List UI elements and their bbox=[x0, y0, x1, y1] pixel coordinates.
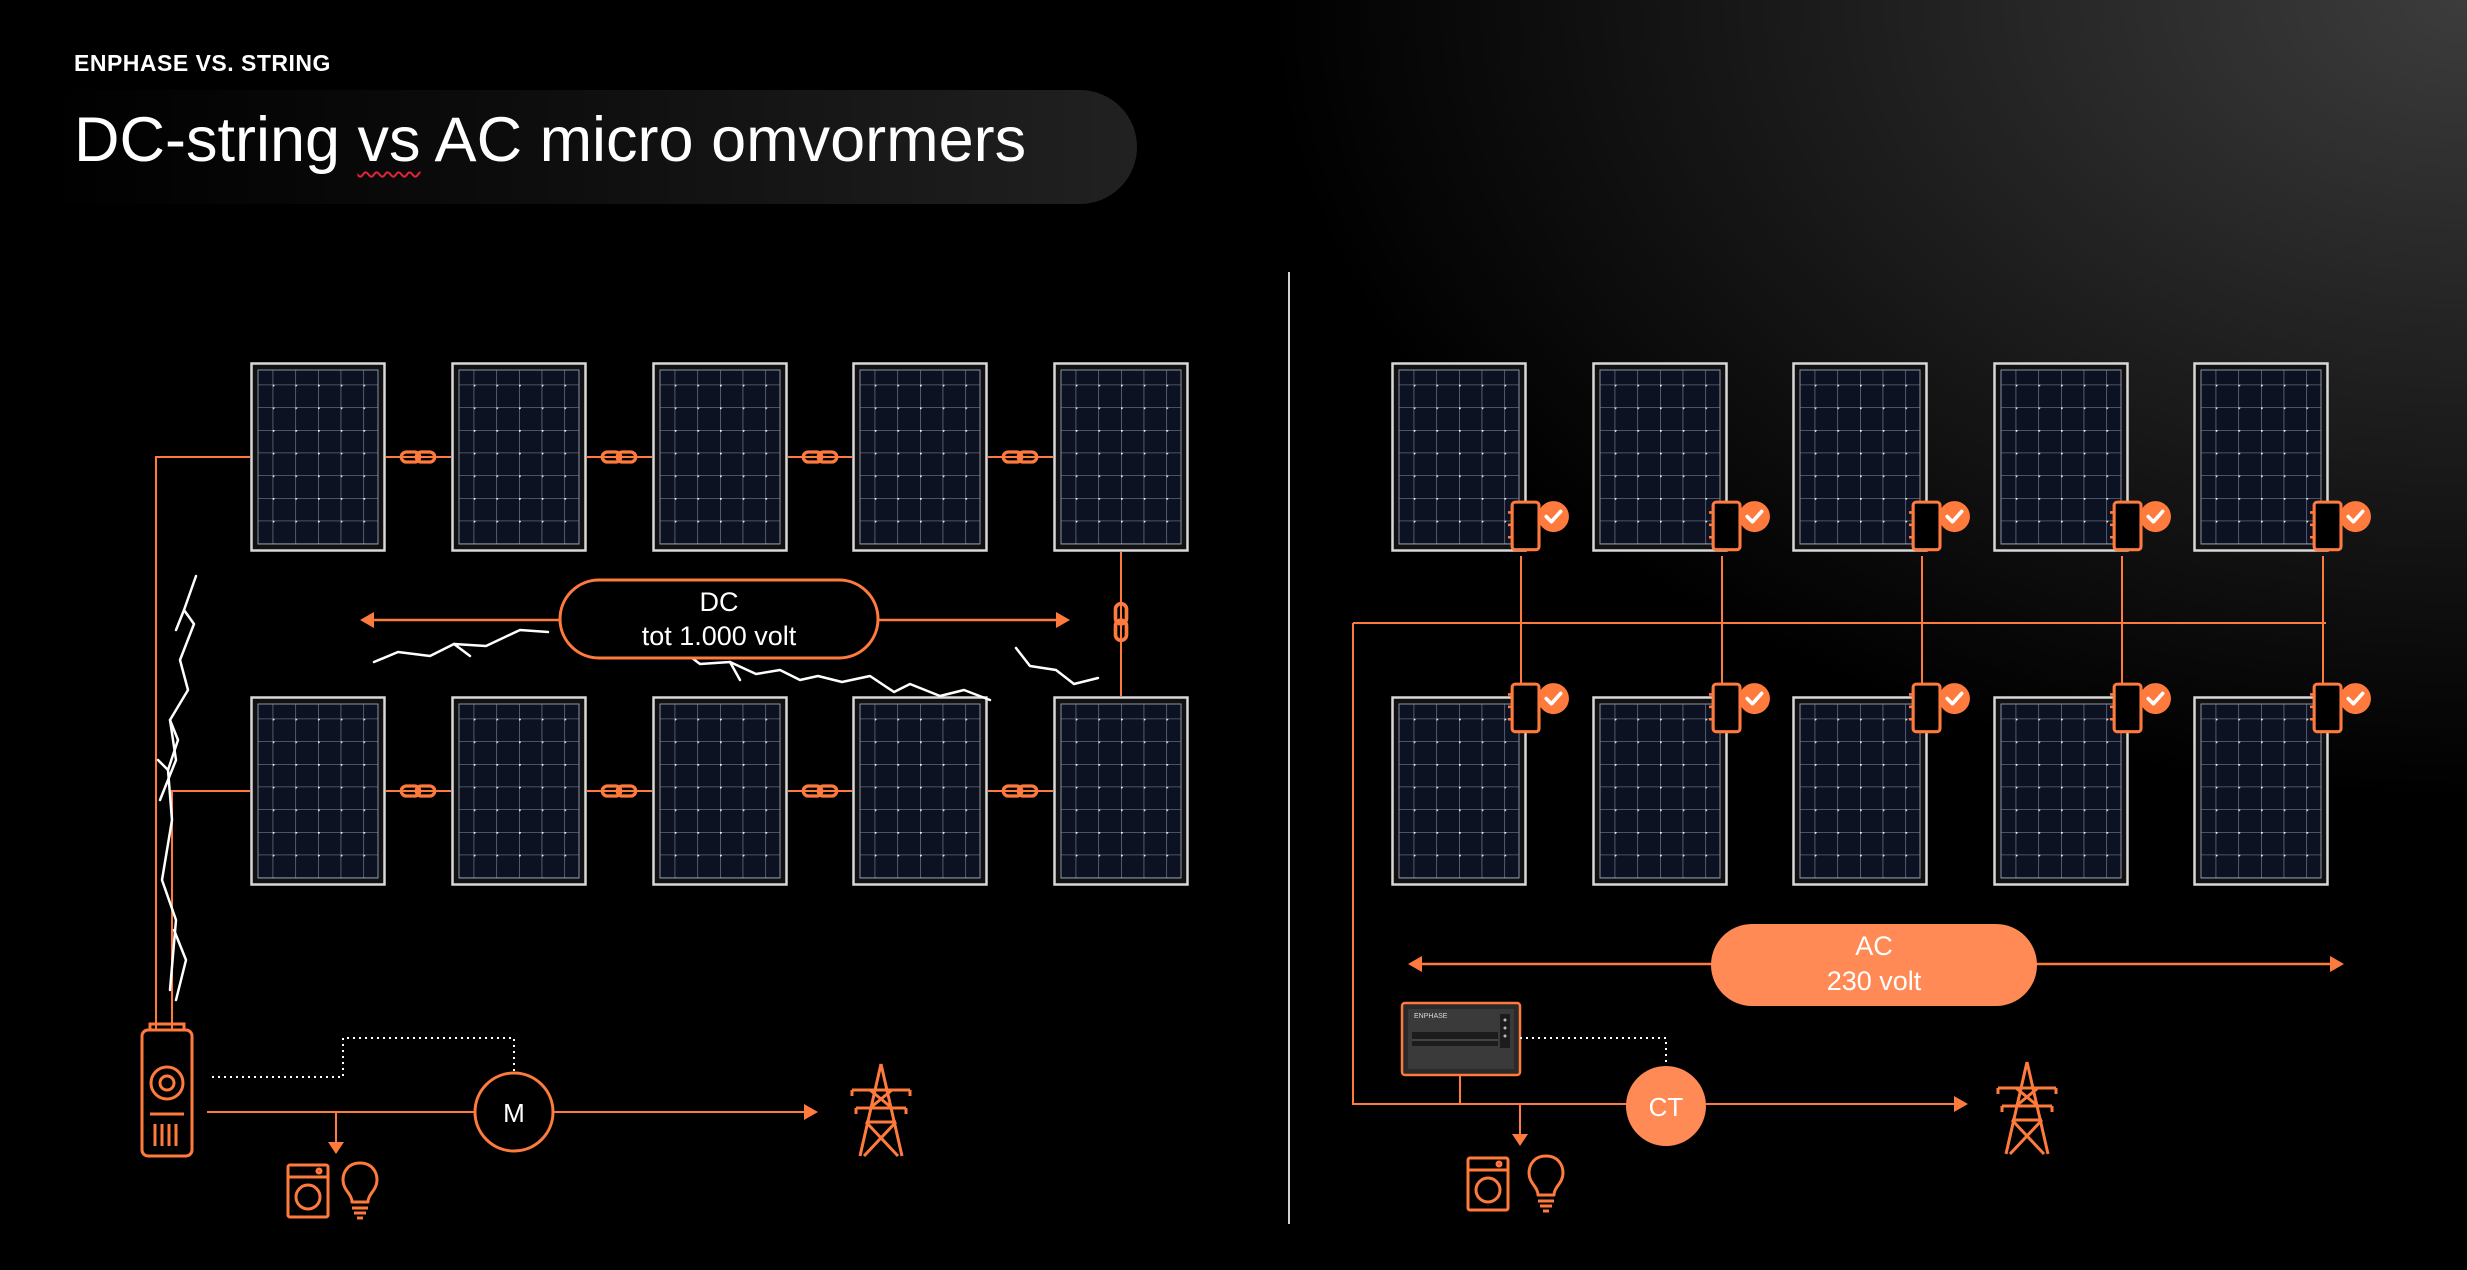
microinverter-check-icon bbox=[2110, 681, 2172, 734]
ac-label-pill bbox=[1711, 924, 2037, 1006]
section-eyebrow: ENPHASE VS. STRING bbox=[74, 50, 331, 76]
ct-sensor-icon bbox=[1626, 1066, 1706, 1146]
solar-panel bbox=[1053, 696, 1189, 886]
microinverter-check-icon bbox=[1909, 681, 1971, 734]
solar-panel bbox=[1792, 696, 1928, 886]
solar-panel bbox=[1993, 362, 2129, 552]
microinverter-check-icon bbox=[2110, 499, 2172, 552]
microinverter-check-icon bbox=[1709, 499, 1771, 552]
ct-label: CT bbox=[1649, 1092, 1684, 1122]
dc-label-line1: DC bbox=[700, 587, 739, 617]
solar-panel bbox=[1391, 696, 1527, 886]
gateway-brand: ENPHASE bbox=[1414, 1013, 1448, 1020]
power-grid-pylon-icon bbox=[850, 1062, 912, 1158]
power-grid-pylon-icon bbox=[1996, 1060, 2058, 1156]
solar-panel bbox=[1993, 696, 2129, 886]
light-bulb-icon bbox=[341, 1161, 379, 1220]
solar-panel bbox=[451, 696, 587, 886]
solar-panel bbox=[451, 362, 587, 552]
dc-label-pill bbox=[558, 578, 880, 660]
microinverter-check-icon bbox=[1508, 681, 1570, 734]
solar-panel bbox=[250, 696, 386, 886]
dc-label-line2: tot 1.000 volt bbox=[642, 621, 797, 651]
microinverter-check-icon bbox=[1709, 681, 1771, 734]
solar-panel bbox=[852, 696, 988, 886]
solar-panel bbox=[2193, 362, 2329, 552]
washing-machine-icon bbox=[1466, 1156, 1510, 1212]
solar-panel bbox=[1592, 696, 1728, 886]
gateway-device-icon: ENPHASE bbox=[1400, 1001, 1522, 1077]
light-bulb-icon bbox=[1527, 1154, 1565, 1213]
title-backdrop bbox=[40, 90, 1137, 204]
microinverter-check-icon bbox=[1508, 499, 1570, 552]
solar-panel bbox=[1592, 362, 1728, 552]
solar-panel bbox=[852, 362, 988, 552]
title-part-2: vs bbox=[357, 105, 421, 175]
dc-string-system: DC tot 1.000 volt M bbox=[140, 362, 1189, 1220]
washing-machine-icon bbox=[286, 1163, 330, 1219]
title-part-3: AC micro omvormers bbox=[420, 105, 1027, 175]
page-title: DC-string vs AC micro omvormers bbox=[74, 104, 1026, 176]
ac-label-line2: 230 volt bbox=[1827, 966, 1922, 996]
solar-panel bbox=[652, 696, 788, 886]
title-part-1: DC-string bbox=[74, 105, 358, 175]
meter-icon bbox=[473, 1071, 555, 1153]
solar-panel bbox=[1053, 362, 1189, 552]
solar-panel bbox=[652, 362, 788, 552]
meter-label: M bbox=[503, 1098, 525, 1128]
solar-panel bbox=[250, 362, 386, 552]
microinverter-check-icon bbox=[2310, 681, 2372, 734]
microinverter-check-icon bbox=[1909, 499, 1971, 552]
ac-micro-system: AC 230 volt ENPHASE CT bbox=[1352, 362, 2372, 1213]
string-inverter-icon bbox=[140, 1022, 194, 1158]
ac-label-line1: AC bbox=[1855, 931, 1893, 961]
solar-panel bbox=[1391, 362, 1527, 552]
microinverter-check-icon bbox=[2310, 499, 2372, 552]
solar-panel bbox=[1792, 362, 1928, 552]
solar-panel bbox=[2193, 696, 2329, 886]
